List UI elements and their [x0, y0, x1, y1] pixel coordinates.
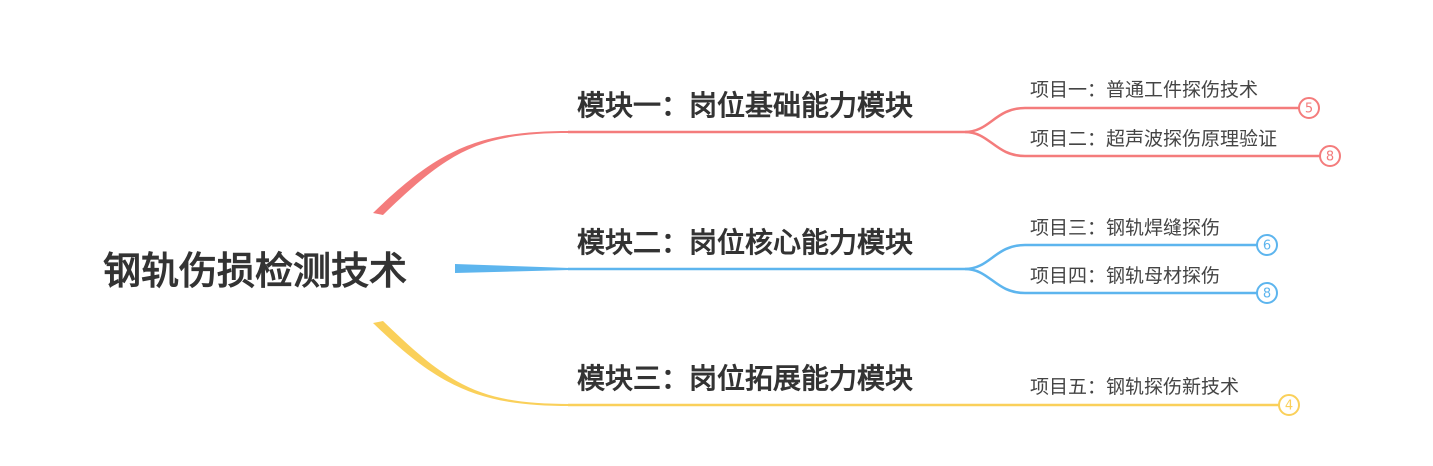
badge-count-2: 8	[1326, 150, 1334, 165]
collapse-badge-3[interactable]: 6	[1256, 234, 1278, 256]
leaf-topic-2[interactable]: 项目二：超声波探伤原理验证	[1030, 128, 1277, 150]
branch-topic-2[interactable]: 模块二：岗位核心能力模块	[577, 226, 913, 259]
leaf-topic-1[interactable]: 项目一：普通工件探伤技术	[1030, 79, 1258, 101]
branch-topic-1[interactable]: 模块一：岗位基础能力模块	[577, 89, 913, 122]
collapse-badge-5[interactable]: 4	[1278, 394, 1300, 416]
collapse-badge-2[interactable]: 8	[1319, 145, 1341, 167]
connector-leaf-3	[964, 243, 1257, 271]
badge-count-4: 8	[1263, 287, 1271, 302]
leaf-topic-3[interactable]: 项目三：钢轨焊缝探伤	[1030, 217, 1220, 239]
connector-branch-3	[373, 321, 570, 406]
badge-count-3: 6	[1263, 239, 1271, 254]
branch-topic-3[interactable]: 模块三：岗位拓展能力模块	[577, 362, 913, 395]
connector-branch-1	[373, 131, 570, 215]
leaf-topic-4[interactable]: 项目四：钢轨母材探伤	[1030, 265, 1220, 287]
connector-leaf-2	[964, 130, 1320, 158]
root-topic[interactable]: 钢轨伤损检测技术	[103, 249, 407, 293]
leaf-topic-5[interactable]: 项目五：钢轨探伤新技术	[1030, 376, 1239, 398]
badge-count-1: 5	[1305, 102, 1313, 117]
connector-leaf-1	[964, 106, 1299, 134]
badge-count-5: 4	[1285, 399, 1293, 414]
collapse-badge-1[interactable]: 5	[1298, 97, 1320, 119]
connector-leaf-4	[964, 267, 1257, 295]
collapse-badge-4[interactable]: 8	[1256, 282, 1278, 304]
connector-branch-2	[455, 264, 570, 273]
